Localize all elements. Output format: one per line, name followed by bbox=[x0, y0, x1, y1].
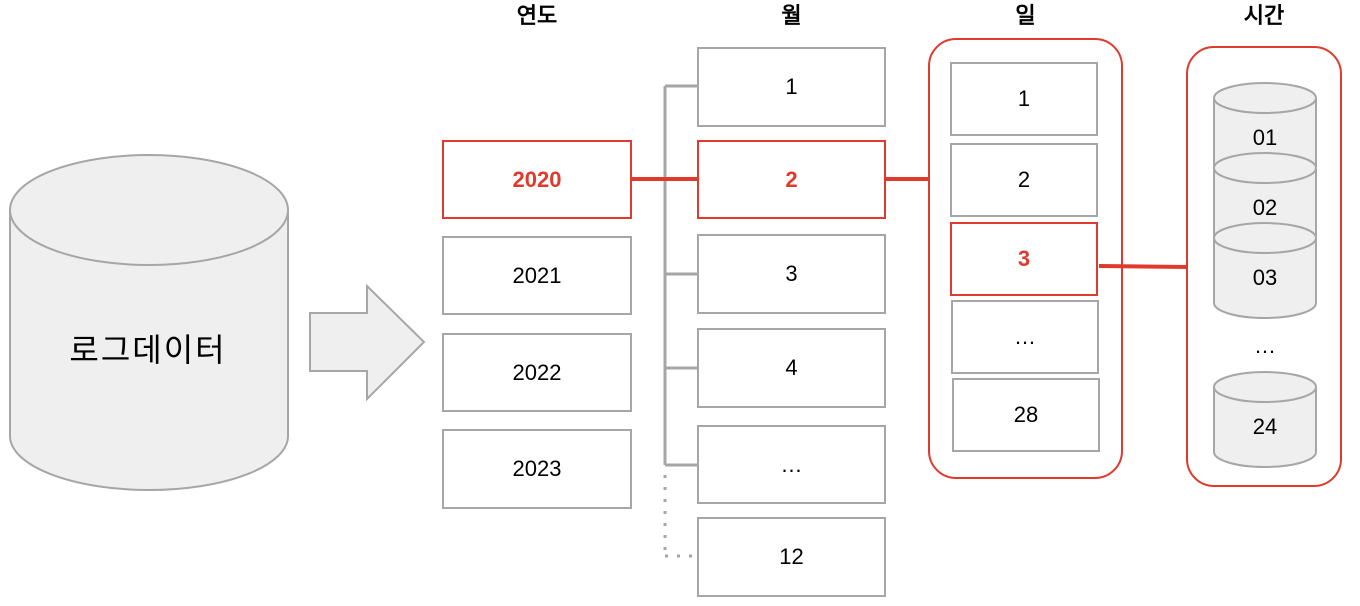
hour-group bbox=[1186, 46, 1342, 487]
month-header: 월 bbox=[781, 4, 802, 29]
source-label: 로그데이터 bbox=[69, 331, 227, 369]
database-icon bbox=[9, 154, 289, 491]
month-connector bbox=[663, 84, 698, 558]
day-box: 2 bbox=[950, 143, 1098, 217]
month-box: 12 bbox=[697, 517, 886, 597]
highlight-path bbox=[632, 177, 1189, 269]
hour-cylinder-icon bbox=[1213, 371, 1317, 468]
month-box: 1 bbox=[697, 47, 886, 127]
day-group bbox=[928, 38, 1123, 479]
hour-cylinder-icon bbox=[1213, 222, 1317, 319]
hour-header: 시간 bbox=[1243, 4, 1285, 29]
month-box: 2 bbox=[697, 140, 886, 219]
year-box: 2021 bbox=[442, 236, 632, 315]
hour-label: 03 bbox=[1252, 265, 1278, 290]
hour-label: 24 bbox=[1252, 414, 1278, 439]
year-box: 2023 bbox=[442, 429, 632, 509]
year-header: 연도 bbox=[516, 4, 558, 29]
day-header: 일 bbox=[1015, 4, 1036, 29]
hour-label: 01 bbox=[1252, 125, 1278, 150]
hour-cylinders bbox=[1213, 82, 1317, 468]
month-box: … bbox=[697, 425, 886, 504]
month-box: 4 bbox=[697, 328, 886, 408]
hour-label: 02 bbox=[1252, 195, 1278, 220]
day-box: 3 bbox=[950, 222, 1098, 296]
month-box: 3 bbox=[697, 234, 886, 314]
day-box: 28 bbox=[952, 378, 1100, 452]
year-box: 2022 bbox=[442, 333, 632, 412]
hour-ellipsis: … bbox=[1254, 333, 1276, 358]
day-box: 1 bbox=[950, 62, 1098, 136]
day-box: … bbox=[951, 300, 1099, 374]
year-box: 2020 bbox=[442, 140, 632, 219]
arrow-icon bbox=[309, 283, 426, 402]
